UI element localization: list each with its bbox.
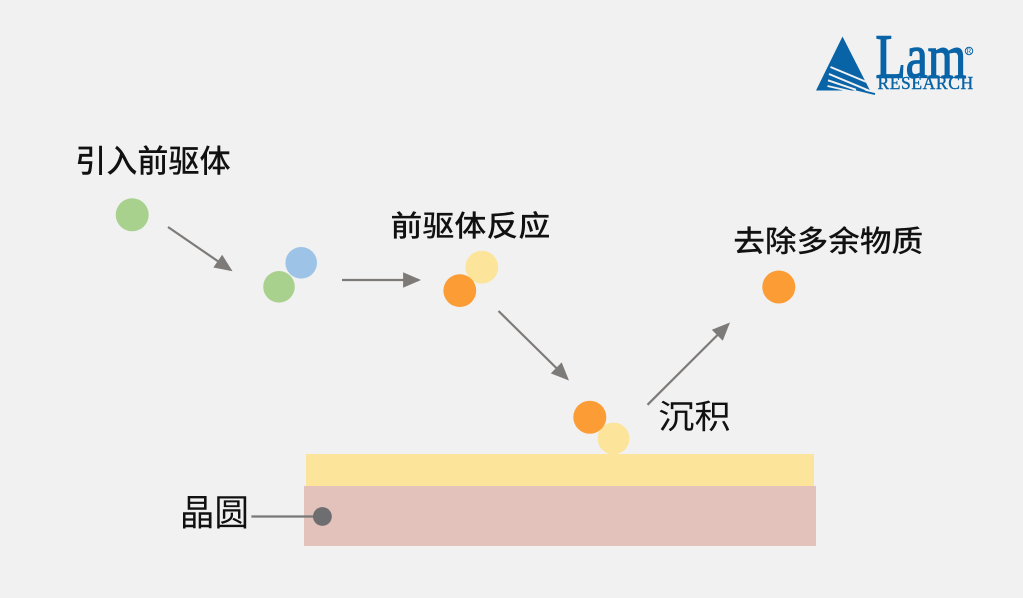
svg-text:R: R	[966, 47, 971, 56]
svg-text:Lam: Lam	[876, 23, 967, 91]
svg-text:RESEARCH: RESEARCH	[878, 73, 974, 93]
